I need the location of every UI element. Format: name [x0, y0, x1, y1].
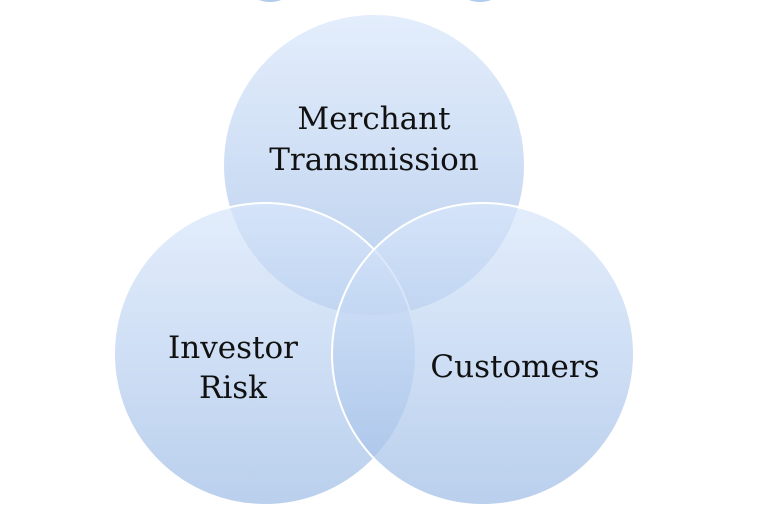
label-investor: Investor: [168, 330, 298, 366]
partial-circle-right: [468, 0, 492, 2]
label-transmission: Transmission: [269, 142, 479, 178]
partial-circle-left: [258, 0, 282, 2]
label-customers: Customers: [430, 349, 599, 385]
label-risk: Risk: [199, 370, 267, 406]
label-merchant: Merchant: [297, 101, 451, 137]
circle-customers: [331, 202, 635, 506]
